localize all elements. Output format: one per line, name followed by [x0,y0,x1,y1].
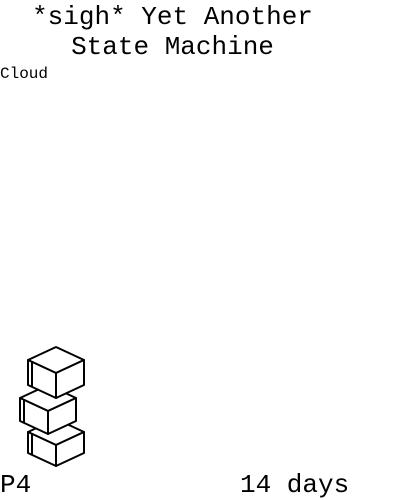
stacked-cubes-icon [19,346,85,467]
card-category: Cloud [0,65,49,83]
priority-label: P4 [0,470,32,500]
card-title: *sigh* Yet Another State Machine [32,2,313,62]
duration-label: 14 days [240,470,350,500]
top-cube [27,346,85,399]
